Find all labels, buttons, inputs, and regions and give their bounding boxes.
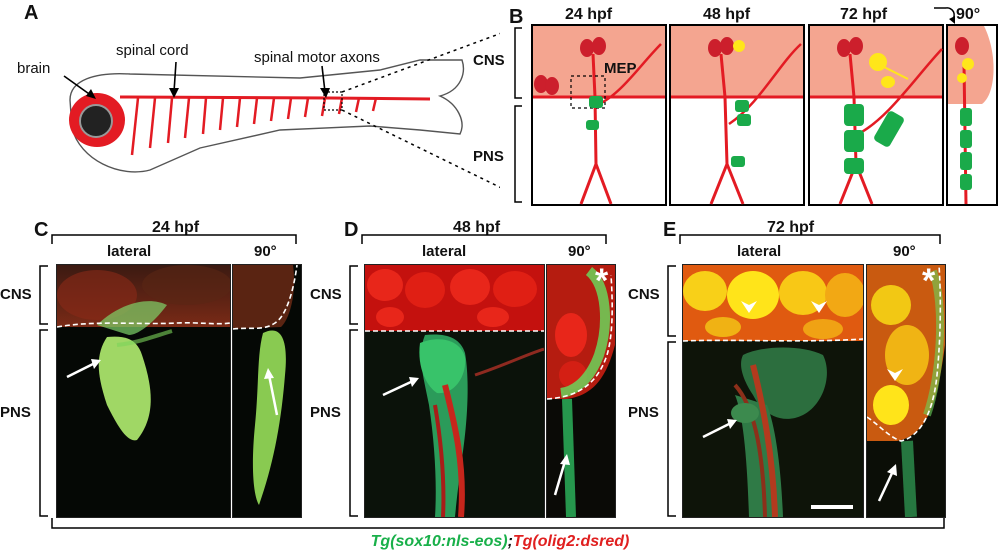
bracket-e-top <box>679 234 941 244</box>
label-e-lateral: lateral <box>737 243 782 260</box>
panel-e-letter: E <box>663 219 677 241</box>
bracket-d-top <box>361 234 607 244</box>
label-b-cns: CNS <box>473 52 505 69</box>
micrograph-e-lateral <box>682 264 864 518</box>
micrograph-c-lateral <box>56 264 231 518</box>
timepoint-b-48: 48 hpf <box>703 6 751 23</box>
micrograph-d-lateral <box>364 264 545 518</box>
rotation-arrow-icon <box>934 7 955 24</box>
micrograph-c-90 <box>232 264 302 518</box>
schematic-b-24hpf <box>531 24 667 206</box>
timepoint-b-72: 72 hpf <box>840 6 888 23</box>
label-mep: MEP <box>604 60 637 77</box>
label-c-lateral: lateral <box>107 243 152 260</box>
scale-bar <box>811 505 853 509</box>
label-e-90: 90° <box>893 243 916 260</box>
label-d-cns: CNS <box>310 286 342 303</box>
label-e-cns: CNS <box>628 286 660 303</box>
label-c-cns: CNS <box>0 286 32 303</box>
label-brain: brain <box>17 60 51 77</box>
schematic-b-90deg <box>946 24 998 206</box>
caption-green-transgene: Tg(sox10:nls-eos) <box>370 533 508 550</box>
bracket-e-left <box>667 265 676 517</box>
bracket-c-left <box>39 265 48 517</box>
schematic-b-72hpf <box>808 24 944 206</box>
label-e-pns: PNS <box>628 404 659 421</box>
panel-b-letter: B <box>509 6 524 28</box>
label-c-90: 90° <box>254 243 277 260</box>
zebrafish-larva-diagram <box>63 32 500 189</box>
micrograph-e-90 <box>866 264 946 518</box>
schematic-b-48hpf <box>669 24 805 206</box>
micrograph-d-90 <box>546 264 616 518</box>
panel-c-letter: C <box>34 219 49 241</box>
caption-separator: ; <box>507 533 513 550</box>
label-motor-axons: spinal motor axons <box>254 49 380 66</box>
rotation-b: 90° <box>956 6 981 23</box>
label-d-90: 90° <box>568 243 591 260</box>
bracket-bottom <box>51 518 945 529</box>
timepoint-e: 72 hpf <box>767 219 815 236</box>
bracket-c-top <box>51 234 297 244</box>
asterisk-d: * <box>595 262 609 300</box>
timepoint-c: 24 hpf <box>152 219 200 236</box>
timepoint-b-24: 24 hpf <box>565 6 613 23</box>
figure-caption: Tg(sox10:nls-eos);Tg(olig2:dsred) <box>0 533 1000 551</box>
timepoint-d: 48 hpf <box>453 219 501 236</box>
panel-d-letter: D <box>344 219 359 241</box>
label-b-pns: PNS <box>473 148 504 165</box>
label-d-pns: PNS <box>310 404 341 421</box>
bracket-d-left <box>349 265 358 517</box>
label-c-pns: PNS <box>0 404 31 421</box>
caption-red-transgene: Tg(olig2:dsred) <box>512 533 630 550</box>
asterisk-e: * <box>922 262 936 300</box>
label-d-lateral: lateral <box>422 243 467 260</box>
panel-a-letter: A <box>24 2 39 24</box>
cns-bracket-b <box>514 27 522 203</box>
label-spinal-cord: spinal cord <box>116 42 189 59</box>
